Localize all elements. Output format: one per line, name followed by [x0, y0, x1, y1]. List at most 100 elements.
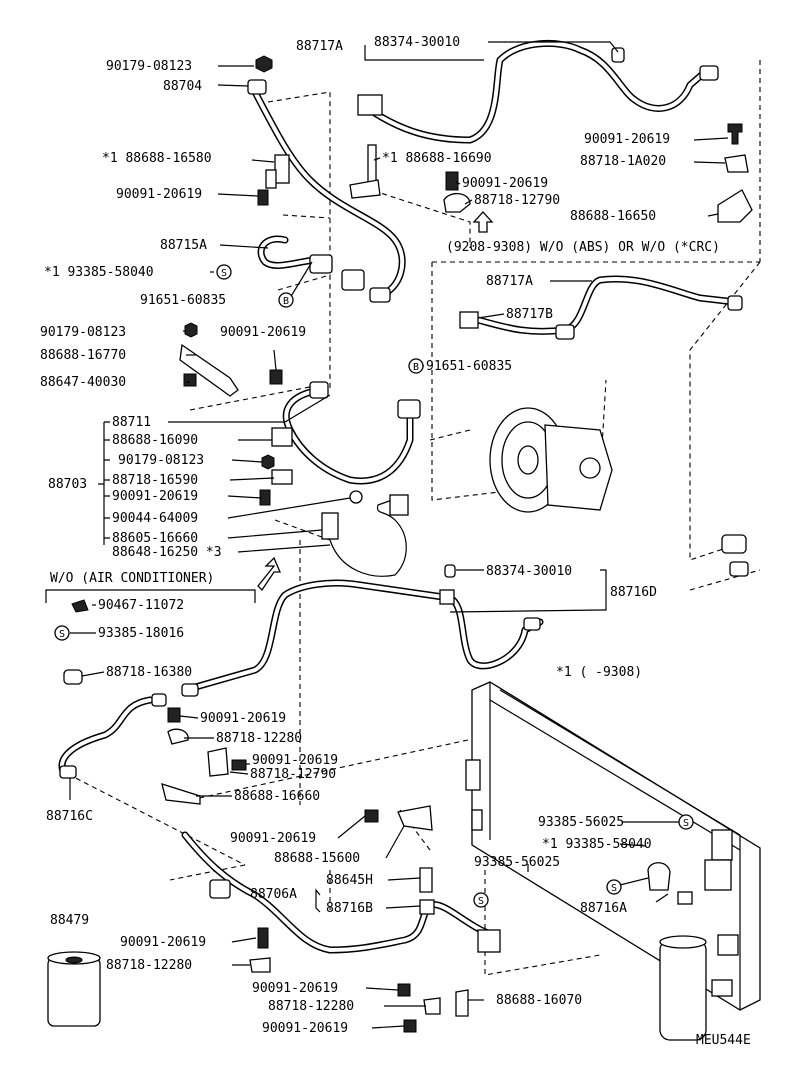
fitting-icon — [439, 589, 455, 605]
clamp-icon — [459, 311, 479, 329]
label-88688-16580: *1 88688-16580 — [102, 151, 212, 166]
label-90091-20619-left1: 90091-20619 — [116, 187, 202, 202]
bracket-icon — [397, 805, 433, 831]
fitting-icon — [611, 47, 625, 63]
fitting-icon — [341, 269, 365, 291]
label-88718-12280-low2: 88718-12280 — [268, 999, 354, 1014]
receiver-tank — [647, 862, 707, 1041]
fitting-icon — [181, 683, 199, 697]
label-88717a-inset: 88717A — [486, 274, 533, 289]
label-93385-58040-top: *1 93385-58040 — [44, 265, 154, 280]
bolt-icon — [231, 759, 247, 771]
label-wo-air-conditioner: W/O (AIR CONDITIONER) — [50, 571, 214, 586]
label-88688-16660: 88688-16660 — [234, 789, 320, 804]
bolt-icon — [167, 707, 181, 723]
label-88706a: 88706A — [250, 887, 297, 902]
label-88647-40030: 88647-40030 — [40, 375, 126, 390]
label-90091-20619-right1: 90091-20619 — [584, 132, 670, 147]
marker-s-2: S — [54, 625, 70, 641]
svg-text:S: S — [221, 268, 227, 279]
bolt-icon — [257, 927, 269, 949]
mount-icon — [183, 373, 197, 387]
label-90091-20619-low2: 90091-20619 — [252, 981, 338, 996]
bracket-icon — [274, 154, 290, 184]
callout-markers: S B B S S S S — [54, 264, 694, 908]
label-88645h: 88645H — [326, 873, 373, 888]
label-90091-20619-left2: 90091-20619 — [220, 325, 306, 340]
fitting-icon — [729, 561, 749, 577]
clamp-icon — [423, 997, 441, 1015]
fitting-icon — [397, 399, 421, 419]
valve-icon — [419, 867, 433, 893]
condenser — [465, 681, 761, 1011]
clamp-icon — [167, 728, 189, 745]
label-88688-16690: *1 88688-16690 — [382, 151, 492, 166]
label-88718-12790-top: 88718-12790 — [474, 193, 560, 208]
fitting-icon — [444, 564, 456, 578]
marker-s-1: S — [216, 264, 232, 280]
marker-s-5: S — [473, 892, 489, 908]
label-88717a-top: 88717A — [296, 39, 343, 54]
fitting-icon — [555, 324, 575, 340]
clamp-icon — [724, 154, 749, 173]
clamp-icon — [265, 169, 277, 189]
label-88718-12280-low1: 88718-12280 — [106, 958, 192, 973]
bracket-icon — [161, 783, 201, 805]
leader-lines — [45, 41, 729, 1029]
svg-text:S: S — [478, 896, 484, 907]
arrow-up-right-icon — [257, 556, 281, 592]
label-93385-58040-right: *1 93385-58040 — [542, 837, 652, 852]
bolt-icon — [364, 809, 379, 823]
label-90467-11072: 90467-11072 — [98, 598, 184, 613]
fitting-icon — [309, 254, 333, 274]
part-labels: 88717A 88374-30010 90179-08123 88704 900… — [40, 35, 751, 1048]
arrow-up-icon — [472, 211, 494, 233]
label-90091-20619-low1: 90091-20619 — [120, 935, 206, 950]
bolt-icon — [257, 189, 269, 206]
label-88718-12790-mid: 88718-12790 — [250, 767, 336, 782]
fitting-icon — [151, 693, 167, 707]
o-ring-icon — [349, 490, 363, 504]
svg-text:B: B — [283, 296, 289, 307]
svg-text:S: S — [683, 818, 689, 829]
label-88479: 88479 — [50, 913, 89, 928]
label-88704: 88704 — [163, 79, 202, 94]
svg-text:S: S — [611, 883, 617, 894]
label-88605-16660: 88605-16660 — [112, 531, 198, 546]
fitting-icon — [309, 381, 329, 399]
clamp-icon — [271, 469, 293, 485]
fitting-icon — [59, 765, 77, 779]
fitting-icon — [209, 879, 231, 899]
nut-icon — [184, 322, 198, 338]
bracket-icon — [477, 929, 501, 953]
label-88688-16070: 88688-16070 — [496, 993, 582, 1008]
label-90091-20619-mid4: 90091-20619 — [230, 831, 316, 846]
label-88648-16250: 88648-16250 *3 — [112, 545, 222, 560]
fitting-icon — [721, 534, 747, 554]
bracket-icon — [271, 427, 293, 447]
svg-text:B: B — [413, 362, 419, 373]
component-shapes — [47, 47, 761, 1041]
label-90044-64009: 90044-64009 — [112, 511, 198, 526]
bolt-icon — [259, 489, 271, 506]
marker-s-4: S — [606, 879, 622, 895]
bolt-icon — [445, 171, 459, 191]
bolt-icon — [727, 123, 743, 145]
label-90179-08123-group: 90179-08123 — [118, 453, 204, 468]
label-88374-30010-mid: 88374-30010 — [486, 564, 572, 579]
nut-icon — [261, 454, 275, 470]
label-90091-20619-mid1: 90091-20619 — [462, 176, 548, 191]
switch-icon — [321, 512, 339, 540]
label-88688-16770: 88688-16770 — [40, 348, 126, 363]
label-93385-56025-right: 93385-56025 — [538, 815, 624, 830]
fitting-icon — [63, 669, 83, 685]
fitting-icon — [247, 79, 267, 95]
label-90091-20619-group: 90091-20619 — [112, 489, 198, 504]
marker-b-1: B — [278, 292, 294, 308]
label-88716b: 88716B — [326, 901, 373, 916]
clip-icon — [71, 599, 89, 613]
fitting-icon — [699, 65, 719, 81]
label-88711: 88711 — [112, 415, 151, 430]
bracket-icon — [717, 189, 753, 223]
refrigerant-pipes — [58, 39, 739, 954]
